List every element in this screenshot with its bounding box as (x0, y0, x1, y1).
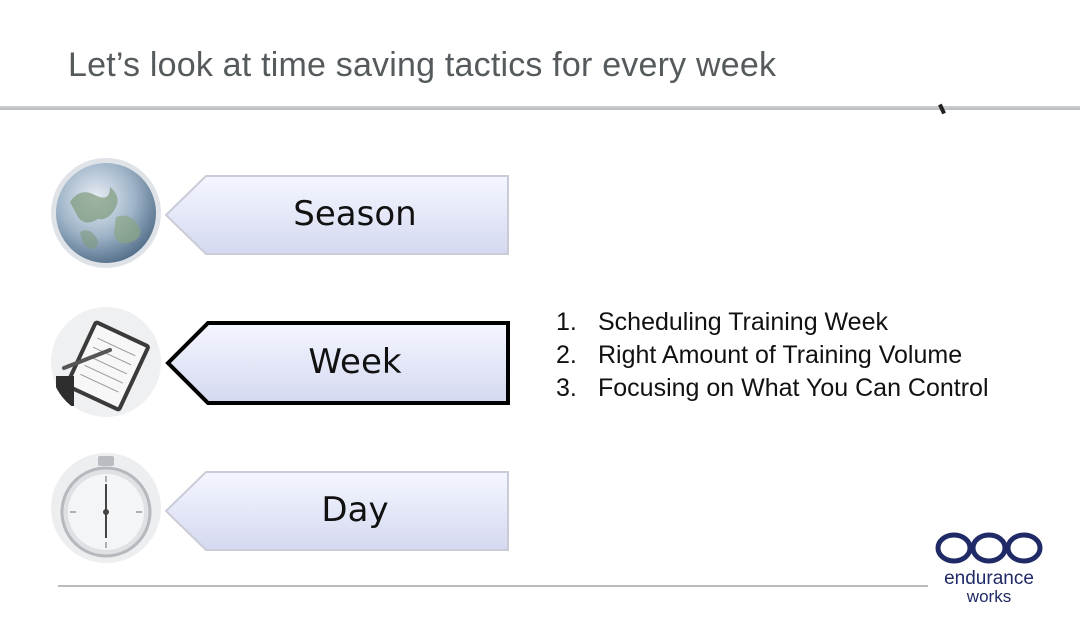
list-item-number: 3. (556, 374, 577, 402)
list-item: 3. Focusing on What You Can Control (556, 372, 989, 405)
day-label: Day (321, 490, 389, 530)
list-item: 1. Scheduling Training Week (556, 306, 989, 339)
list-item: 2. Right Amount of Training Volume (556, 339, 989, 372)
list-item-text: Scheduling Training Week (598, 308, 888, 336)
slide-title: Let’s look at time saving tactics for ev… (68, 46, 777, 84)
logo-text-works: works (966, 587, 1012, 606)
week-arrow-active[interactable] (164, 320, 512, 406)
logo-text-endurance: endurance (944, 568, 1034, 589)
planner-notebook-icon (50, 306, 162, 418)
stopwatch-icon (50, 452, 162, 564)
list-item-text: Right Amount of Training Volume (598, 341, 963, 369)
list-item-number: 1. (556, 308, 577, 336)
season-label: Season (293, 194, 417, 234)
footer-divider (58, 585, 928, 587)
season-arrow[interactable] (164, 174, 512, 256)
three-rings-logo-icon (935, 532, 1043, 564)
list-item-text: Focusing on What You Can Control (598, 374, 989, 402)
globe-icon (50, 157, 162, 269)
title-divider (0, 106, 1080, 110)
week-label: Week (308, 342, 402, 382)
list-item-number: 2. (556, 341, 577, 369)
day-arrow[interactable] (164, 470, 512, 552)
tactics-list: 1. Scheduling Training Week 2. Right Amoun… (556, 306, 989, 405)
endurance-works-logo: endurance works (928, 530, 1058, 610)
